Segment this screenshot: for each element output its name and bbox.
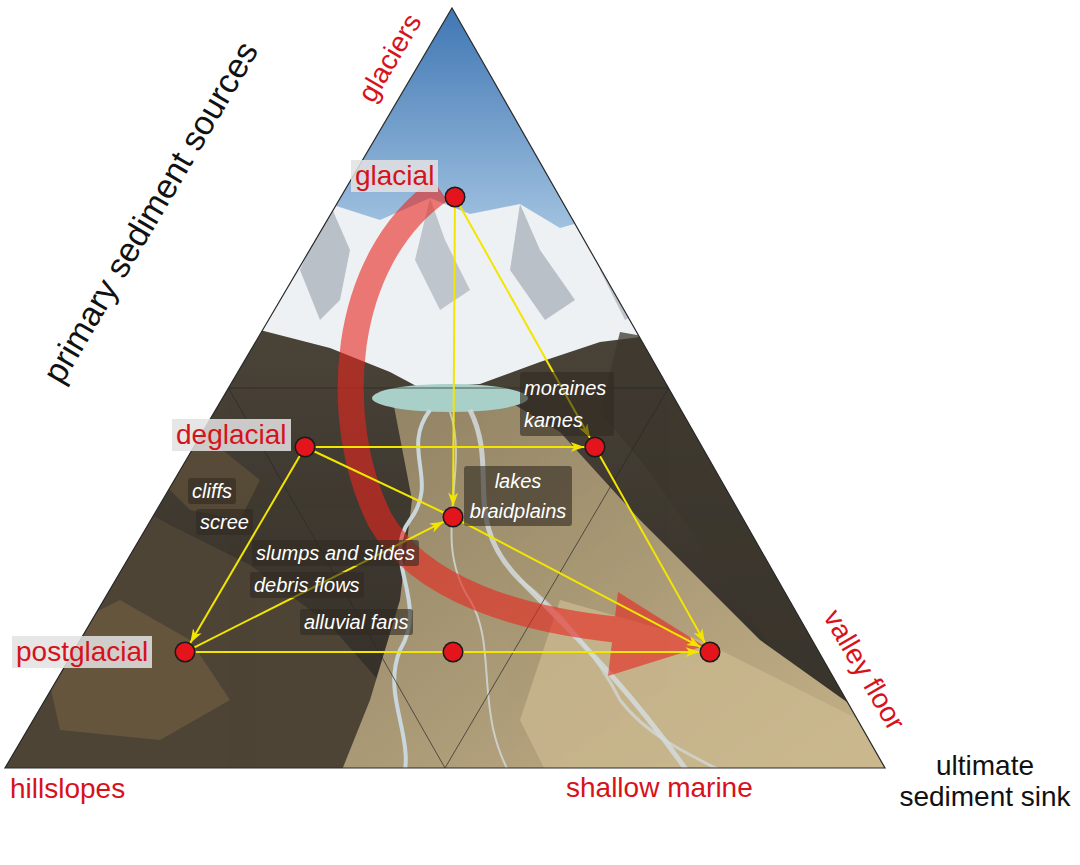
phase-dot: valley floor [701,643,719,661]
ternary-outline [5,8,885,768]
phase-label: deglacial [172,419,291,451]
landform-label: moraines kames [520,372,614,436]
process-label: debris flows [250,572,364,598]
landform-label: alluvial fans [300,609,413,635]
phase-label: glacial [351,160,438,192]
photo-fill [0,0,900,800]
flow-arrow [453,208,455,507]
process-label: slumps and slides [252,540,419,566]
flow-arrow [316,446,585,448]
flow-arrow [600,456,705,643]
axis-label: shallow marine [566,772,753,804]
flow-arrow [194,522,443,648]
process-label: cliffs [188,478,236,504]
flow-arrow [462,522,700,647]
phase-dot: deglacial [296,438,314,456]
phase-dot: lakes braidplains [444,508,462,526]
axis-title: primary sediment sources [35,35,265,390]
axis-title: ultimate sediment sink [893,750,1077,812]
flow-arrow [196,651,443,653]
phase-dot: alluvial fans [444,643,462,661]
phase-dot: glacial [446,188,464,206]
trend-arrow [351,190,704,676]
phase-dot: postglacial [176,643,194,661]
process-label: scree [196,509,253,535]
phase-dot: moraines kames [586,438,604,456]
landform-label: lakes braidplains [464,466,572,526]
axis-label: hillslopes [10,773,125,805]
flow-arrow [315,452,444,513]
phase-label: postglacial [12,636,152,668]
flow-arrow [464,651,700,653]
